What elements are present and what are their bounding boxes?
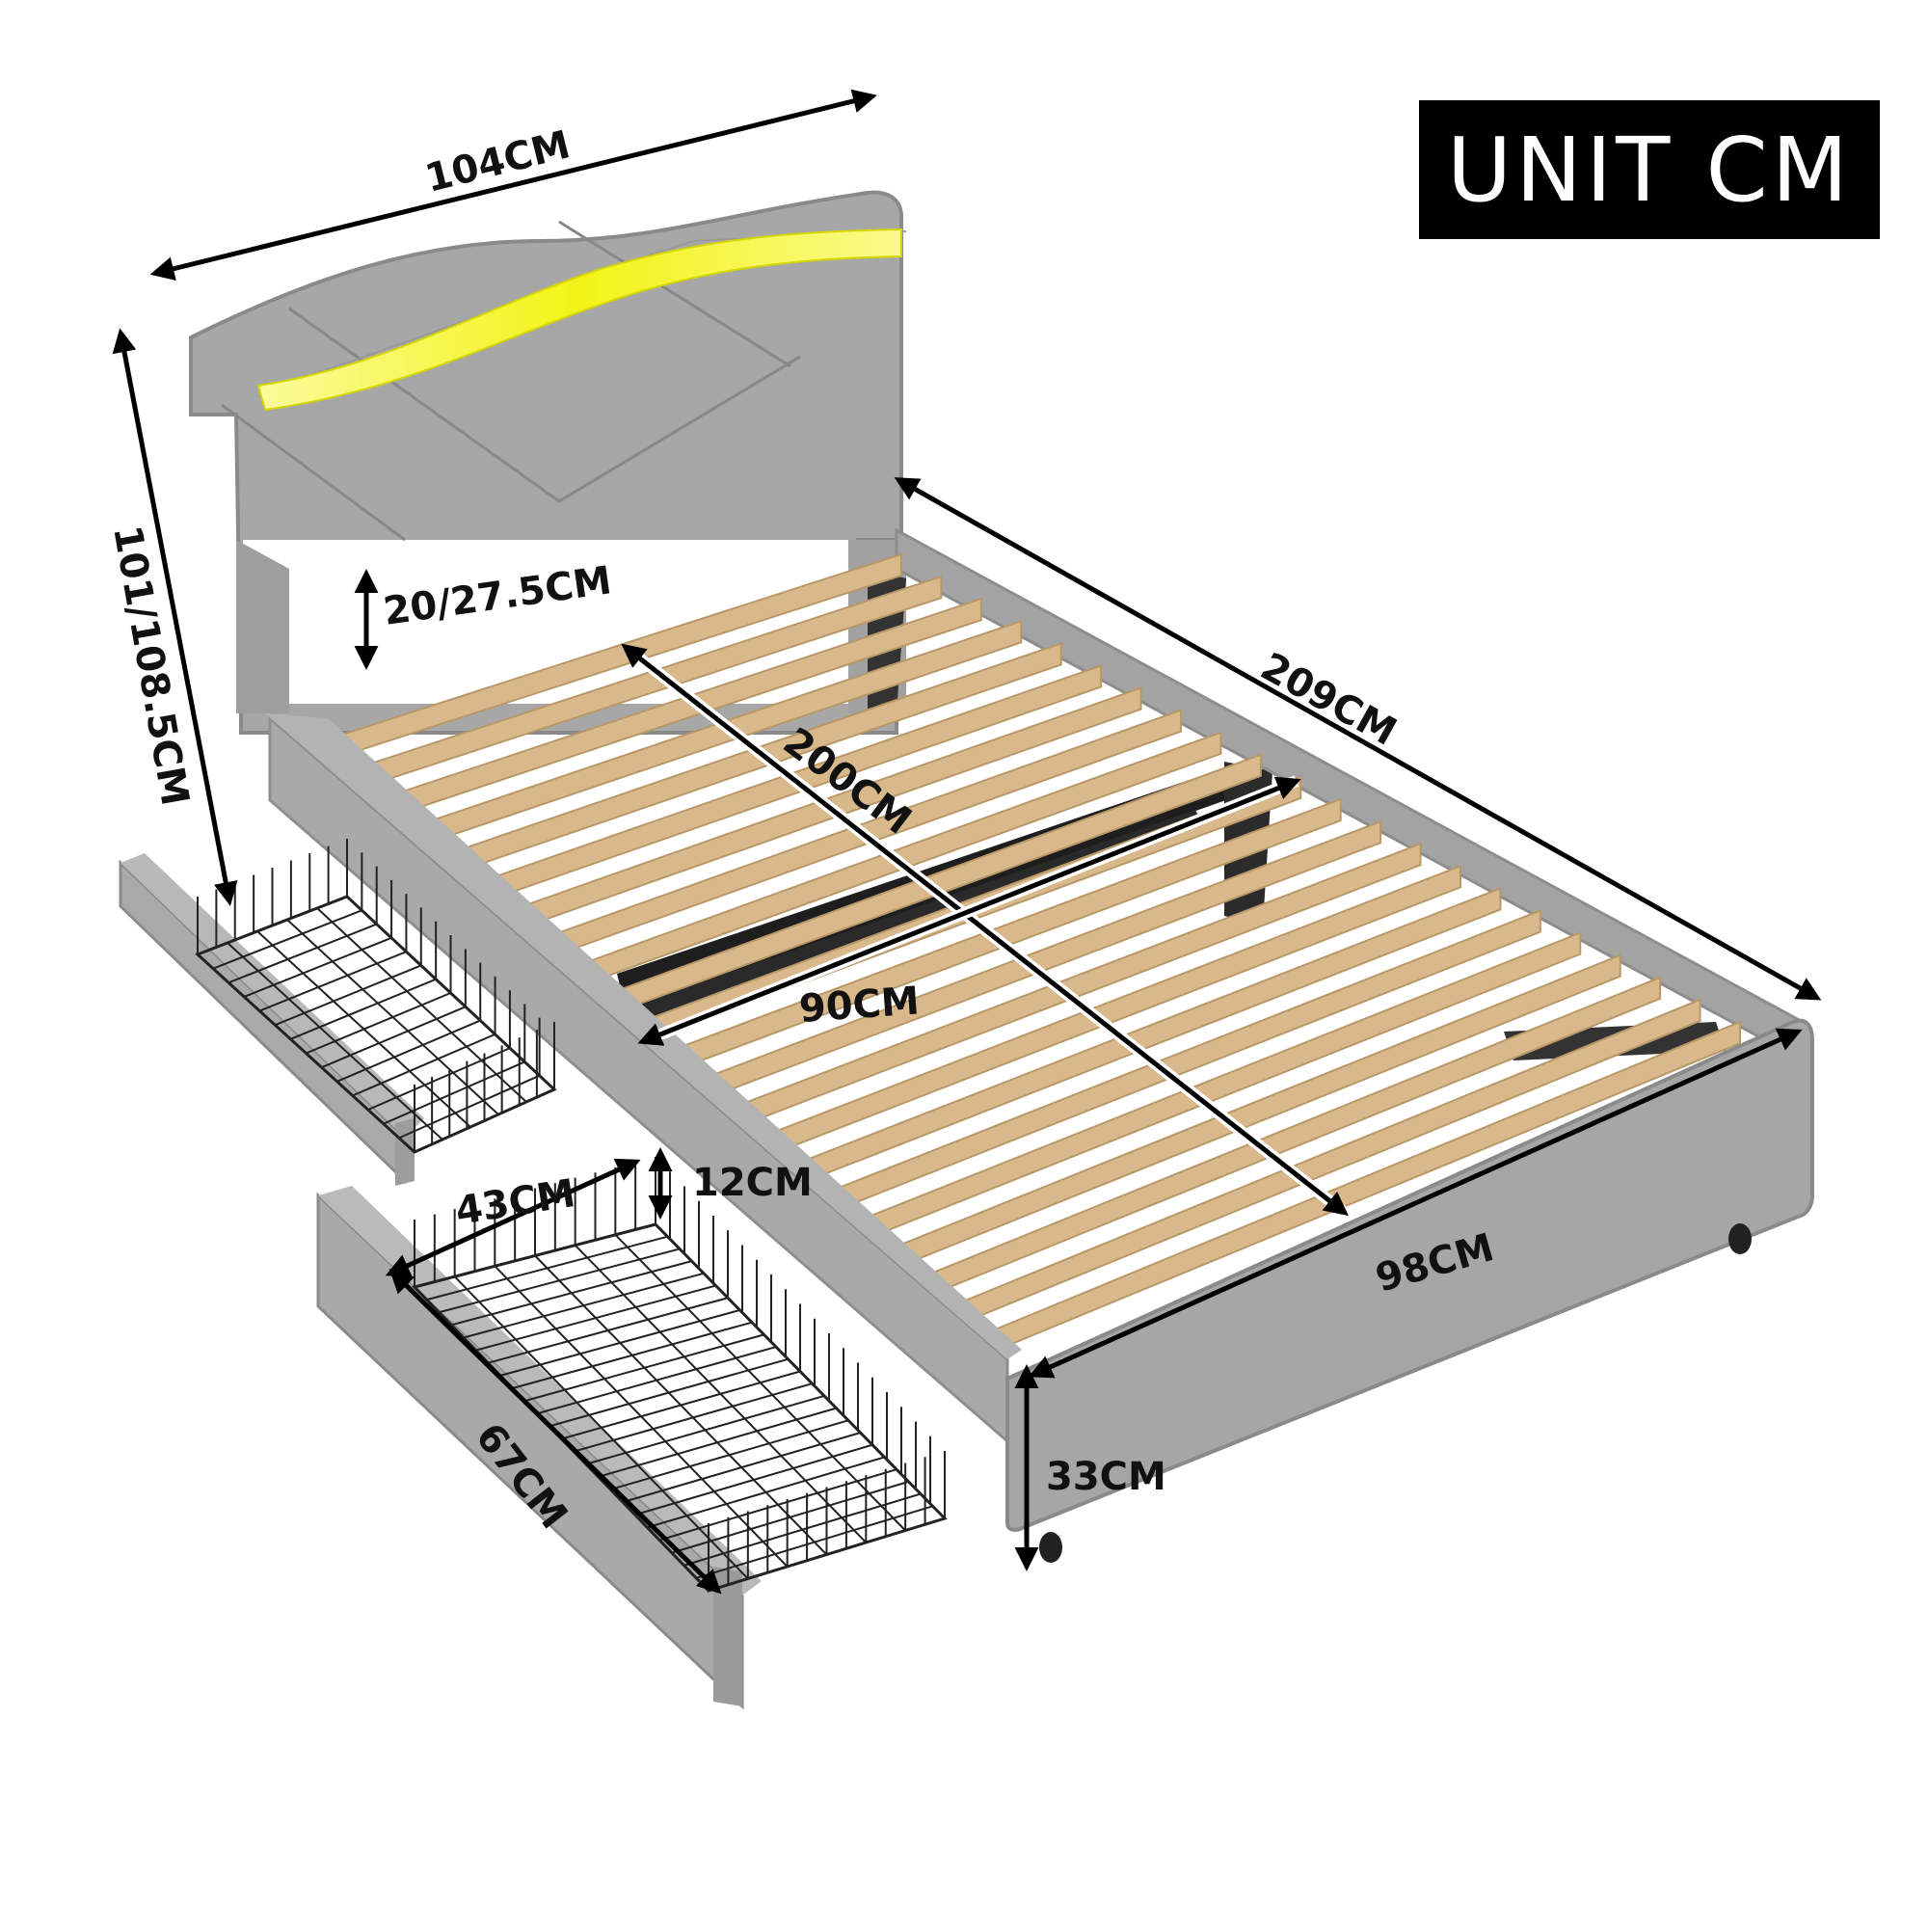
basket-wire [212, 909, 362, 970]
basket-wire [367, 1047, 511, 1111]
label-frame-height: 33CM [1046, 1455, 1166, 1499]
basket-wire [228, 923, 378, 984]
basket-wire [227, 942, 443, 1140]
basket-wire [352, 1033, 495, 1097]
arrow-total-length [894, 477, 1822, 1001]
label-drawer-width: 43CM [452, 1171, 577, 1234]
basket-wire [316, 907, 527, 1103]
arrow-headboard-width [149, 89, 877, 281]
basket-wire [290, 978, 437, 1040]
basket-wire [243, 936, 392, 998]
headboard [189, 190, 907, 735]
wire-basket-upper [195, 839, 557, 1154]
dimension-arrows [112, 89, 1822, 1595]
basket-wire [306, 992, 451, 1055]
label-inner-width: 90CM [797, 979, 921, 1032]
arrow-frame-width [1028, 1028, 1803, 1379]
arrow-drawer-width [385, 1158, 641, 1277]
basket-wire [256, 930, 471, 1128]
side-rail-right [895, 527, 1805, 1063]
basket-wire [398, 1074, 541, 1140]
basket-wire [274, 964, 422, 1027]
arrow-inner-width [637, 776, 1301, 1046]
unit-badge-text: UNIT CM [1446, 118, 1853, 222]
unit-badge: UNIT CM [1419, 100, 1880, 239]
arrow-total-height [112, 328, 238, 906]
basket-wire [336, 1019, 481, 1083]
basket-wire [286, 919, 499, 1115]
led-light-strip [256, 228, 902, 412]
label-drawer-height: 12CM [692, 1161, 813, 1205]
basket-wire [321, 1006, 467, 1069]
drawer-upper[interactable] [119, 839, 557, 1186]
basket-wire [258, 951, 407, 1012]
arrow-drawer-length [388, 1269, 722, 1595]
